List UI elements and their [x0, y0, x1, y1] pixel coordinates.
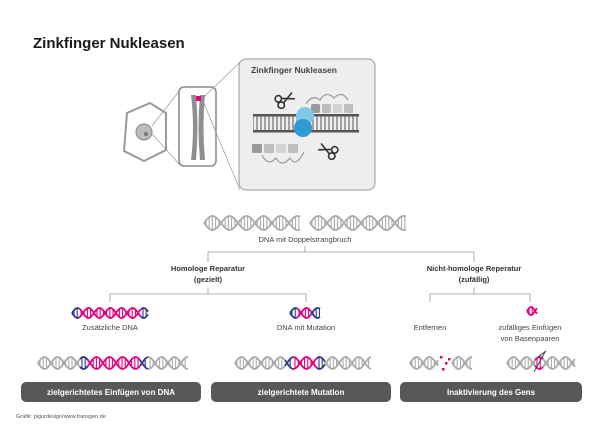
zoom-line [151, 89, 181, 127]
dna-helix-icon [203, 215, 301, 231]
panel-title: Zinkfinger Nukleasen [251, 65, 337, 75]
helix-strand [234, 356, 286, 370]
tree-connectors [109, 246, 531, 302]
outcome-bar-mutation-label: zielgerichtete Mutation [258, 388, 345, 397]
removed-base-pair [448, 358, 451, 361]
helix-strand [140, 307, 149, 313]
cell-icon [122, 101, 167, 163]
page-title: Zinkfinger Nukleasen [33, 35, 185, 52]
helix-strand [324, 356, 372, 370]
outcome-bar-insert: zielgerichtetes Einfügen von DNA [21, 382, 201, 402]
label-random-insert-line2: von Basenpaaren [501, 334, 560, 343]
helix-strand [506, 356, 536, 370]
helix-strand [296, 307, 312, 319]
helix-strand [284, 356, 294, 367]
helix-strand [37, 356, 81, 370]
helix-strand [203, 215, 301, 231]
helix-strand [289, 307, 298, 314]
helix-strand [289, 312, 298, 319]
scissors-icon [274, 91, 295, 110]
helix-strand [140, 313, 149, 319]
helix-strand [309, 215, 407, 231]
helix-strand [87, 356, 141, 370]
helix-strand [234, 356, 286, 370]
label-remove: Entfernen [414, 323, 447, 332]
helix-strand [284, 359, 294, 370]
helix-strand [139, 359, 149, 370]
nuclease-panel: Zinkfinger Nukleasen [238, 58, 376, 191]
helix-strand [87, 356, 141, 370]
helix-strand [78, 307, 142, 319]
credit: Grafik: pigurdesign/www.transgen.de [16, 414, 106, 420]
helix-strand [316, 363, 326, 370]
helix-strand [71, 307, 80, 314]
helix-strand [409, 356, 439, 370]
helix-strand [324, 356, 372, 370]
zoom-line [202, 61, 241, 99]
helix-strand [293, 356, 318, 370]
insertion-marker [533, 351, 546, 373]
dna-helix-icon [451, 356, 576, 370]
helix-strand [451, 356, 472, 370]
dna-helix-icon [526, 306, 538, 316]
helix-strand [296, 307, 312, 319]
branch-nonhomologous-subtitle: (zufällig) [459, 275, 490, 284]
dna-helix-icon [234, 356, 372, 370]
chromosome-icon [178, 86, 217, 167]
helix-strand [78, 307, 142, 319]
label-additional-dna: Zusätzliche DNA [82, 323, 138, 332]
label-dna-mutation: DNA mit Mutation [277, 323, 335, 332]
zinc-finger-protein-icon [252, 144, 305, 164]
helix-strand [37, 356, 81, 370]
dna-helix-icon [309, 215, 407, 231]
helix-strand [79, 365, 89, 370]
zoom-line [151, 133, 181, 166]
helix-strand [526, 306, 538, 315]
dna-helix-icon [37, 356, 188, 370]
removed-base-pair [442, 368, 445, 371]
helix-strand [79, 356, 89, 361]
dna-helix-icon [71, 307, 149, 319]
outcome-bar-mutation: zielgerichtete Mutation [211, 382, 391, 402]
removed-base-pair [440, 356, 443, 359]
branch-nonhomologous-title: Nicht-homologe Reperatur [427, 264, 522, 273]
outcome-bar-inactivation: Inaktivierung des Gens [400, 382, 582, 402]
helix-strand [203, 215, 301, 231]
zinc-finger-protein-icon [305, 93, 353, 113]
helix-strand [139, 356, 149, 367]
nuclease-domain [294, 119, 312, 137]
helix-strand [316, 356, 326, 363]
branch-homologous-title: Homologe Reparatur [171, 264, 245, 273]
dna-helix-icon [289, 307, 321, 319]
scissors-icon [318, 142, 339, 161]
dsb-label: DNA mit Doppelstrangbruch [259, 235, 352, 244]
dna-helix-icon [409, 356, 451, 371]
helix-strand [451, 356, 472, 370]
helix-strand [71, 312, 80, 319]
outcome-bar-insert-label: zielgerichtetes Einfügen von DNA [47, 388, 175, 397]
zoom-line [202, 100, 241, 191]
helix-strand [309, 215, 407, 231]
removed-base-pair [445, 362, 448, 365]
helix-strand [542, 356, 576, 370]
outcome-bar-inactivation-label: Inaktivierung des Gens [447, 388, 536, 397]
helix-strand [409, 356, 439, 370]
label-random-insert-line1: zufälliges Einfügen [499, 323, 562, 332]
helix-strand [506, 356, 536, 370]
helix-strand [148, 356, 188, 370]
branch-homologous-subtitle: (gezielt) [194, 275, 223, 284]
helix-strand [310, 307, 321, 315]
